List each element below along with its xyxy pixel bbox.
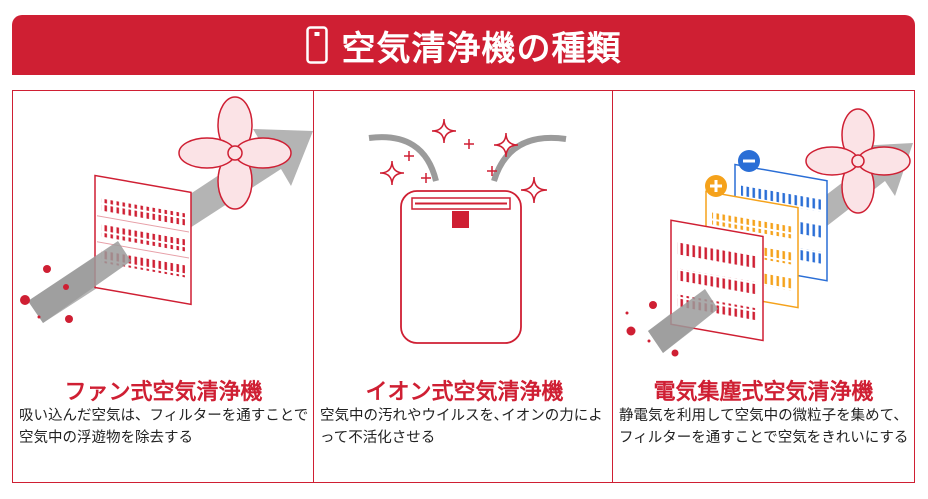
electrostatic-filter-illustration [625, 108, 913, 357]
ion-purifier-illustration [368, 118, 567, 344]
sparkle-icons [379, 118, 548, 204]
panel-title: イオン式空気清浄機 [365, 380, 564, 405]
filter-sheet [94, 174, 192, 306]
minus-icon [738, 150, 760, 172]
plus-icon [705, 175, 727, 197]
panel-electrostatic-type: 電気集塵式空気清浄機 静電気を利用して空気中の微粒子を集めて、フィルターを通すこ… [612, 90, 915, 483]
fan-icon [178, 96, 292, 210]
air-purifier-icon [305, 26, 328, 64]
panel-description: 吸い込んだ空気は、フィルターを通すことで空気中の浮遊物を除去する [19, 408, 309, 446]
page-title: 空気清浄機の種類 [341, 28, 622, 69]
panel-ion-type: イオン式空気清浄機 空気中の汚れやウイルスを､イオンの力によって不活化させる [313, 90, 615, 483]
panel-description: 空気中の汚れやウイルスを､イオンの力によって不活化させる [320, 408, 603, 446]
dust-particles [20, 265, 73, 323]
header-banner: 空気清浄機の種類 [12, 15, 915, 75]
panel-title: ファン式空気清浄機 [64, 380, 263, 405]
purifier-device [400, 190, 522, 344]
panel-title: 電気集塵式空気清浄機 [653, 380, 874, 405]
dust-particles [625, 301, 679, 357]
fan-icon [805, 108, 911, 214]
fan-filter-illustration [20, 96, 313, 323]
airflow-curve [368, 134, 439, 182]
panel-description: 静電気を利用して空気中の微粒子を集めて、フィルターを通すことで空気をきれいにする [619, 408, 909, 446]
panel-fan-type: ファン式空気清浄機 吸い込んだ空気は、フィルターを通すことで空気中の浮遊物を除去… [12, 90, 314, 483]
